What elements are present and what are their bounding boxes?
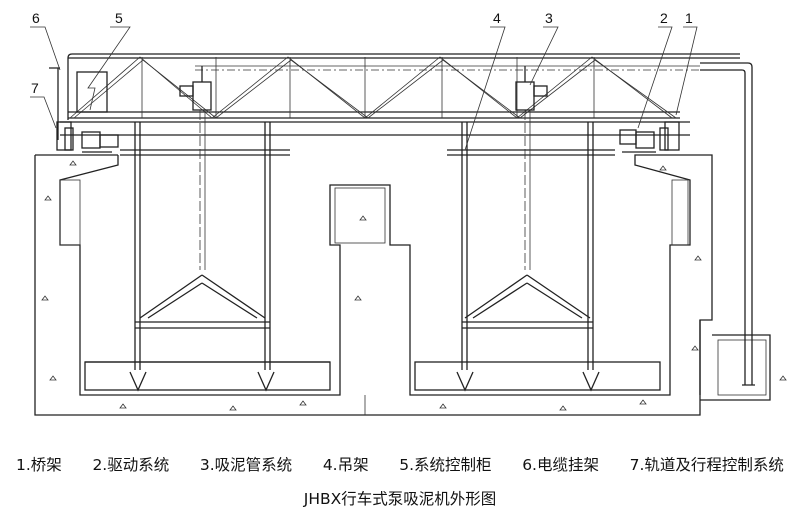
figure-caption: JHBX行车式泵吸泥机外形图 xyxy=(303,490,497,508)
control-cabinet xyxy=(76,71,108,113)
right-pump-motor xyxy=(515,66,548,111)
callout-7: 7 xyxy=(31,80,39,96)
legend-item-7: 7.轨道及行程控制系统 xyxy=(629,456,784,474)
center-pillar-recess xyxy=(334,187,386,244)
legend-item-2: 2.驱动系统 xyxy=(92,456,170,474)
callout-6: 6 xyxy=(32,10,40,26)
legend-item-6: 6.电缆挂架 xyxy=(522,456,599,474)
left-wall-recess xyxy=(59,179,81,246)
callout-1: 1 xyxy=(685,10,693,26)
mud-pit xyxy=(717,339,767,396)
cable-rack xyxy=(49,67,60,140)
right-wall-recess xyxy=(671,179,689,246)
left-suspension-frame xyxy=(84,110,331,392)
discharge-pipe xyxy=(700,62,755,386)
callout-4: 4 xyxy=(493,10,501,26)
callout-3: 3 xyxy=(545,10,553,26)
concrete-speckles xyxy=(41,160,787,411)
bridge-truss xyxy=(60,53,740,136)
legend-item-1: 1.桥架 xyxy=(16,456,62,474)
right-drive-unit xyxy=(619,121,680,153)
callout-2: 2 xyxy=(660,10,668,26)
legend-item-3: 3.吸泥管系统 xyxy=(199,456,293,474)
left-drive-unit xyxy=(56,121,119,153)
callout-leaders xyxy=(30,26,698,151)
callout-5: 5 xyxy=(115,10,123,26)
left-pump-motor xyxy=(179,66,212,111)
dredger-elevation-drawing: 6 5 4 3 2 1 7 xyxy=(30,10,787,416)
legend-item-4: 4.吊架 xyxy=(322,456,369,474)
right-suspension-frame xyxy=(414,110,661,392)
component-legend: 1.桥架 2.驱动系统 3.吸泥管系统 4.吊架 5.系统控制柜 6.电缆挂架 … xyxy=(0,453,800,475)
concrete-basin xyxy=(34,154,787,416)
legend-item-5: 5.系统控制柜 xyxy=(399,456,492,474)
